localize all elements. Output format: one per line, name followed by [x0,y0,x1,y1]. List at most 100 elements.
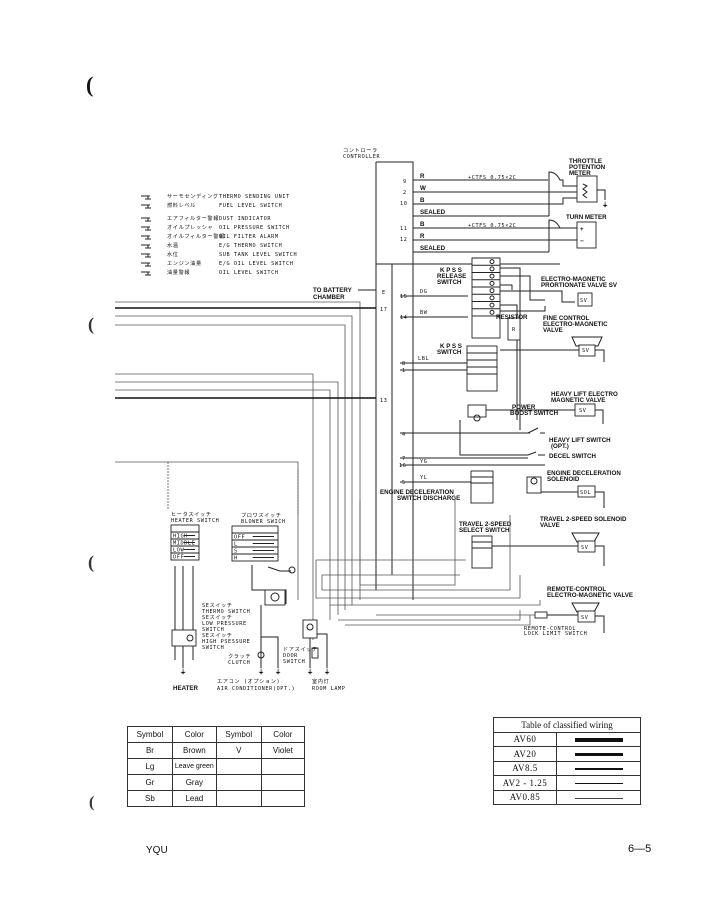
cell [215,774,262,791]
wire-sample [574,753,623,757]
clutch-label: CLUTCH [228,660,250,666]
switch-contact-icon [489,302,495,308]
throttle-meter-box [576,175,598,203]
room-lamp-jp: 室内灯 [312,677,329,685]
kpss-label-2: SWITCH [437,349,462,356]
fine-control-valve-body [571,336,603,347]
page-code: YQU [146,845,168,856]
pin-2: 2 [403,190,407,196]
pin-10: 10 [400,201,407,207]
blower-switch-label: BLOWER SWICH [241,519,286,525]
fine-control-label-1: FINE CONTROL [543,315,590,322]
lower-harness-loops [315,500,541,626]
cell: Gr [127,774,173,791]
wire-sample [574,783,623,785]
sensor-switch-icon [141,204,151,209]
wire-bw: BW [420,310,428,316]
cell: Lead [171,790,217,807]
heavy-switch-label-1: HEAVY LIFT SWITCH [549,437,611,444]
pin-16: 16 [399,463,406,469]
sol-label: SOL [580,490,591,496]
switch-contact-icon [489,309,495,315]
svg-text:⏚: ⏚ [180,668,186,676]
sensor-jp-label: エアフィルター警報 [167,214,219,222]
room-lamp [302,619,318,639]
heater-label: HEATER [173,685,199,692]
cell [260,758,306,775]
pin-4: 4 [402,432,406,438]
harness-wires [115,301,376,640]
kpss-release-switch: K P S S RELEASE SWITCH [437,257,501,339]
sensor-en-label: OIL PRESSURE SWITCH [219,225,290,231]
emp-valve-label-1: ELECTRO-MAGNETIC [541,276,606,283]
eng-decel-solenoid-label-1: ENGINE DECELERATION [547,470,621,477]
wire-w: W [420,185,426,192]
pin-17: 17 [380,307,387,313]
wire-class-label: AV2 - 1.25 [493,775,557,791]
cell: Gray [171,774,217,791]
throttle-label-1: THROTTLE [569,158,602,165]
door-label-1: DOOR [283,653,298,659]
ac-compressor-box [264,589,286,606]
ac-lowp-jp: SEスイッチ [202,614,233,621]
sensor-en-label: E/G THERMO SWITCH [219,243,282,249]
sensor-jp-label: オイルプレッシャ [167,224,213,231]
door-switch [311,647,319,659]
header-symbol-2: Symbol [215,726,262,743]
sensor-switch-icon [141,217,151,222]
kpss-label-1: K P S S [440,343,462,350]
table-row: Gr Gray [127,774,306,791]
heavy-valve-label-1: HEAVY LIFT ELECTRO [551,391,618,398]
controller-output-wires: DG BW LBL YG YL [376,263,560,575]
sensor-jp-label: 燃料レベル [167,201,196,209]
controller-label: CONTROLLER [343,154,381,160]
sensor-en-label: THERMO SENDING UNIT [219,194,290,200]
to-battery-label-2: CHAMBER [313,294,345,301]
cell: Sb [127,790,173,807]
cell: V [215,742,262,759]
remote-label-2: ELECTRO-MAGNETIC VALVE [547,592,633,599]
door-jp: ドアスイッチ [283,646,318,653]
table-row: AV2 - 1.25 [493,775,641,791]
sv-label-3: SV [579,408,586,414]
decel-switch-label: DECEL SWITCH [549,453,597,460]
pin-1: 1 [402,368,406,374]
blower-motor [288,566,296,574]
wire-spec: +CTFS 0.75×2C [468,175,516,181]
switch-contact-icon [489,259,495,265]
classified-wiring-table: Table of classified wiring AV60 AV20 AV8… [493,717,641,805]
pin-8: 8 [402,361,406,367]
switch-contact-icon [489,295,495,301]
sensor-en-label: DUST INDICATOR [219,216,271,222]
sensor-en-label: E/G OIL LEVEL SWITCH [219,261,293,267]
cell [260,790,306,807]
resistor-label: RESISTOR [496,314,528,321]
header-color-1: Color [171,726,217,743]
switch-position-label: S [234,549,238,555]
wire-sample [574,768,623,771]
wire-class-label: AV8.5 [493,760,557,776]
scan-mark: ( [86,72,94,97]
switch-position-label: LOW [173,548,184,554]
pin-14: 14 [400,315,407,321]
sv-label-5: SV [581,615,588,621]
sensor-jp-label: 水位 [167,250,179,258]
table-row: Sb Lead [127,790,306,807]
cell: Br [127,742,173,759]
wire-sealed: SEALED [420,209,446,216]
sv-label-2: SV [582,348,589,354]
ac-highp-2: SWITCH [202,645,224,651]
power-boost-switch [467,404,487,418]
svg-text:⏚: ⏚ [324,668,330,676]
cell [215,758,262,775]
scan-mark: ( [88,314,94,334]
page-number: 6—5 [628,843,652,855]
fine-control-label-2: ELECTRO-MAGNETIC [543,321,608,328]
pin-13: 13 [380,398,387,404]
switch-position-label: HIGH [173,534,188,540]
table-row: AV60 [493,731,641,747]
pin-15: 15 [400,294,407,300]
